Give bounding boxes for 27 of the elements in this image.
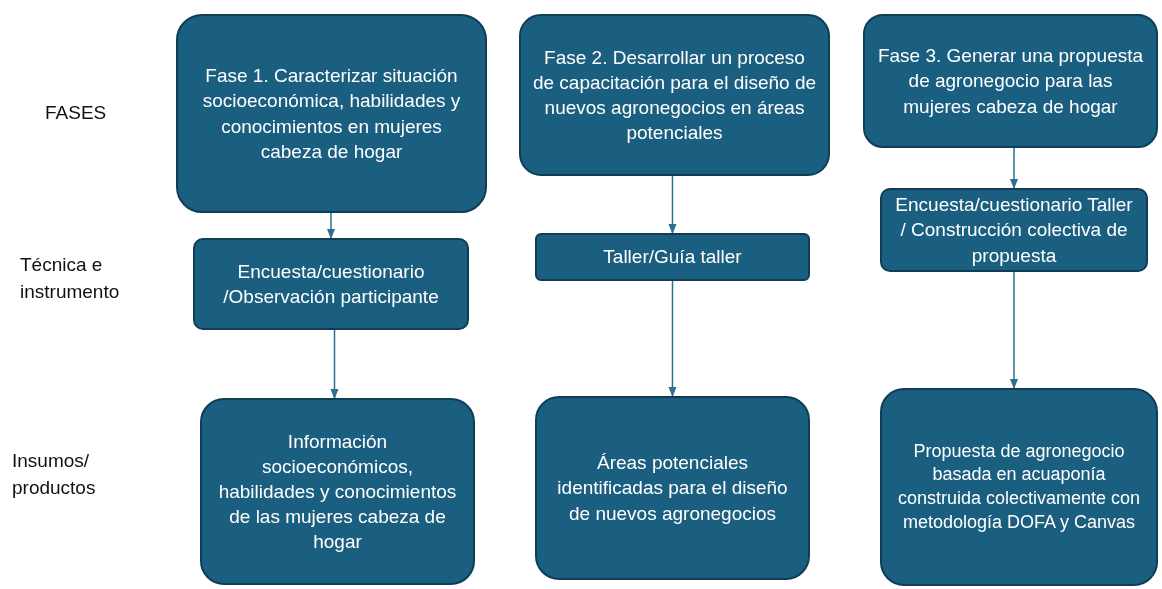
box-text: Áreas potenciales identificadas para el diseño de nuevos agronegocios	[556, 451, 789, 526]
process-box	[200, 398, 475, 585]
process-box	[193, 238, 469, 330]
box-text: Encuesta/cuestionario Taller / Construcción colectiva de propuesta	[894, 193, 1134, 268]
process-box	[863, 14, 1158, 148]
row-label: Insumos/ productos	[12, 449, 97, 500]
box-text: Propuesta de agronegocio basada en acuaponía construida colectivamente con metodología DOFA y Canvas	[896, 439, 1142, 534]
arrow	[668, 280, 677, 398]
arrow	[330, 329, 339, 400]
process-box	[880, 188, 1148, 272]
box-text: Encuesta/cuestionario /Observación participante	[222, 259, 440, 309]
process-box	[535, 396, 810, 580]
box-text: Información socioeconómicos, habilidades y conocimientos de las mujeres cabeza de hogar	[217, 429, 458, 555]
box-text: Fase 3. Generar una propuesta de agronegocio para las mujeres cabeza de hogar	[876, 44, 1145, 119]
arrow	[668, 175, 677, 235]
arrow	[1009, 147, 1019, 190]
row-label: FASES	[45, 101, 108, 125]
arrow	[326, 212, 336, 240]
box-text: Fase 2. Desarrollar un proceso de capacitación para el diseño de nuevos agronegocios en áreas potenciales	[531, 45, 818, 146]
box-text: Taller/Guía taller	[603, 245, 742, 270]
process-box	[519, 14, 830, 176]
arrow	[1009, 271, 1019, 390]
process-box	[176, 14, 487, 213]
process-box	[880, 388, 1158, 586]
box-text: Fase 1. Caracterizar situación socioeconómica, habilidades y conocimientos en mujeres cabeza de hogar	[201, 64, 462, 164]
process-box	[535, 233, 810, 281]
row-label: Técnica e instrumento	[20, 253, 121, 304]
